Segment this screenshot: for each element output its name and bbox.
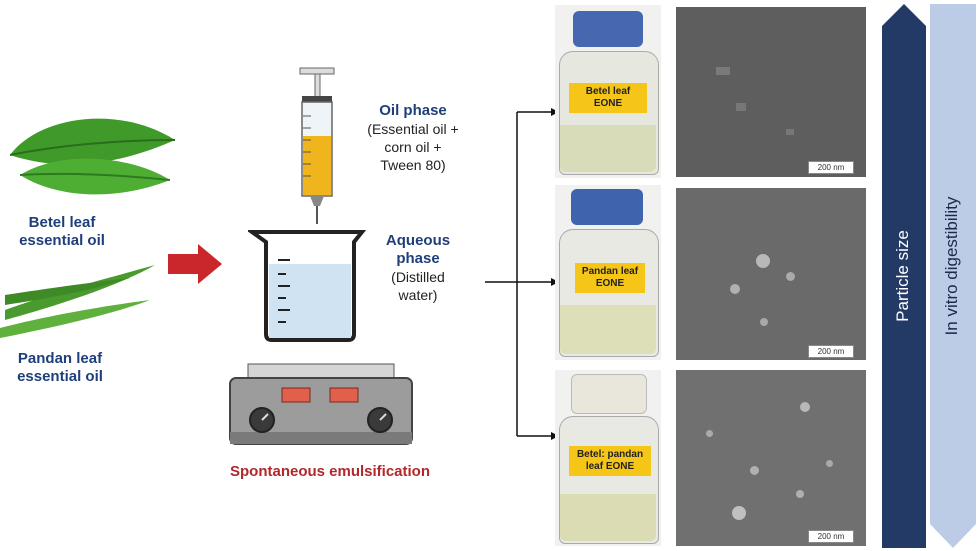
particle-size-arrow bbox=[882, 4, 926, 548]
beaker-icon bbox=[248, 230, 367, 342]
syringe-icon bbox=[299, 67, 335, 224]
sample-jar-photo-1: Betel leaf EONE bbox=[555, 5, 661, 178]
digestibility-arrow bbox=[930, 4, 976, 548]
digestibility-label: In vitro digestibility bbox=[942, 196, 961, 336]
pandan-oil-label: Pandan leaf essential oil bbox=[17, 350, 103, 385]
leaves-illustration bbox=[0, 118, 176, 338]
aqueous-phase-title: Aqueous phase bbox=[385, 232, 451, 267]
branch-connector bbox=[485, 108, 559, 440]
scale-bar-1: 200 nm bbox=[808, 161, 854, 174]
aqueous-phase-block: Aqueous phase (Distilled water) bbox=[368, 232, 468, 304]
scale-bar-2: 200 nm bbox=[808, 345, 854, 358]
betel-leaf-icon bbox=[9, 118, 176, 195]
hot-plate-icon bbox=[229, 363, 413, 445]
pandan-leaf-icon bbox=[0, 265, 155, 338]
oil-phase-title: Oil phase bbox=[379, 102, 447, 119]
red-arrow-icon bbox=[168, 244, 222, 284]
tem-image-2: 200 nm bbox=[676, 188, 866, 360]
jar-label-3: Betel: pandan leaf EONE bbox=[569, 446, 651, 476]
jar-label-2: Pandan leaf EONE bbox=[575, 263, 645, 293]
sample-jar-photo-2: Pandan leaf EONE bbox=[555, 185, 661, 360]
oil-phase-block: Oil phase (Essential oil + corn oil + Tw… bbox=[348, 102, 478, 174]
jar-label-1: Betel leaf EONE bbox=[569, 83, 647, 113]
process-label: Spontaneous emulsification bbox=[229, 463, 431, 480]
tem-image-1: 200 nm bbox=[676, 7, 866, 177]
sample-jar-photo-3: Betel: pandan leaf EONE bbox=[555, 370, 661, 546]
tem-image-3: 200 nm bbox=[676, 370, 866, 546]
scale-bar-3: 200 nm bbox=[808, 530, 854, 543]
oil-phase-desc: (Essential oil + corn oil + Tween 80) bbox=[367, 121, 459, 173]
particle-size-label: Particle size bbox=[893, 230, 912, 322]
betel-oil-label: Betel leaf essential oil bbox=[19, 214, 105, 249]
aqueous-phase-desc: (Distilled water) bbox=[391, 269, 445, 303]
